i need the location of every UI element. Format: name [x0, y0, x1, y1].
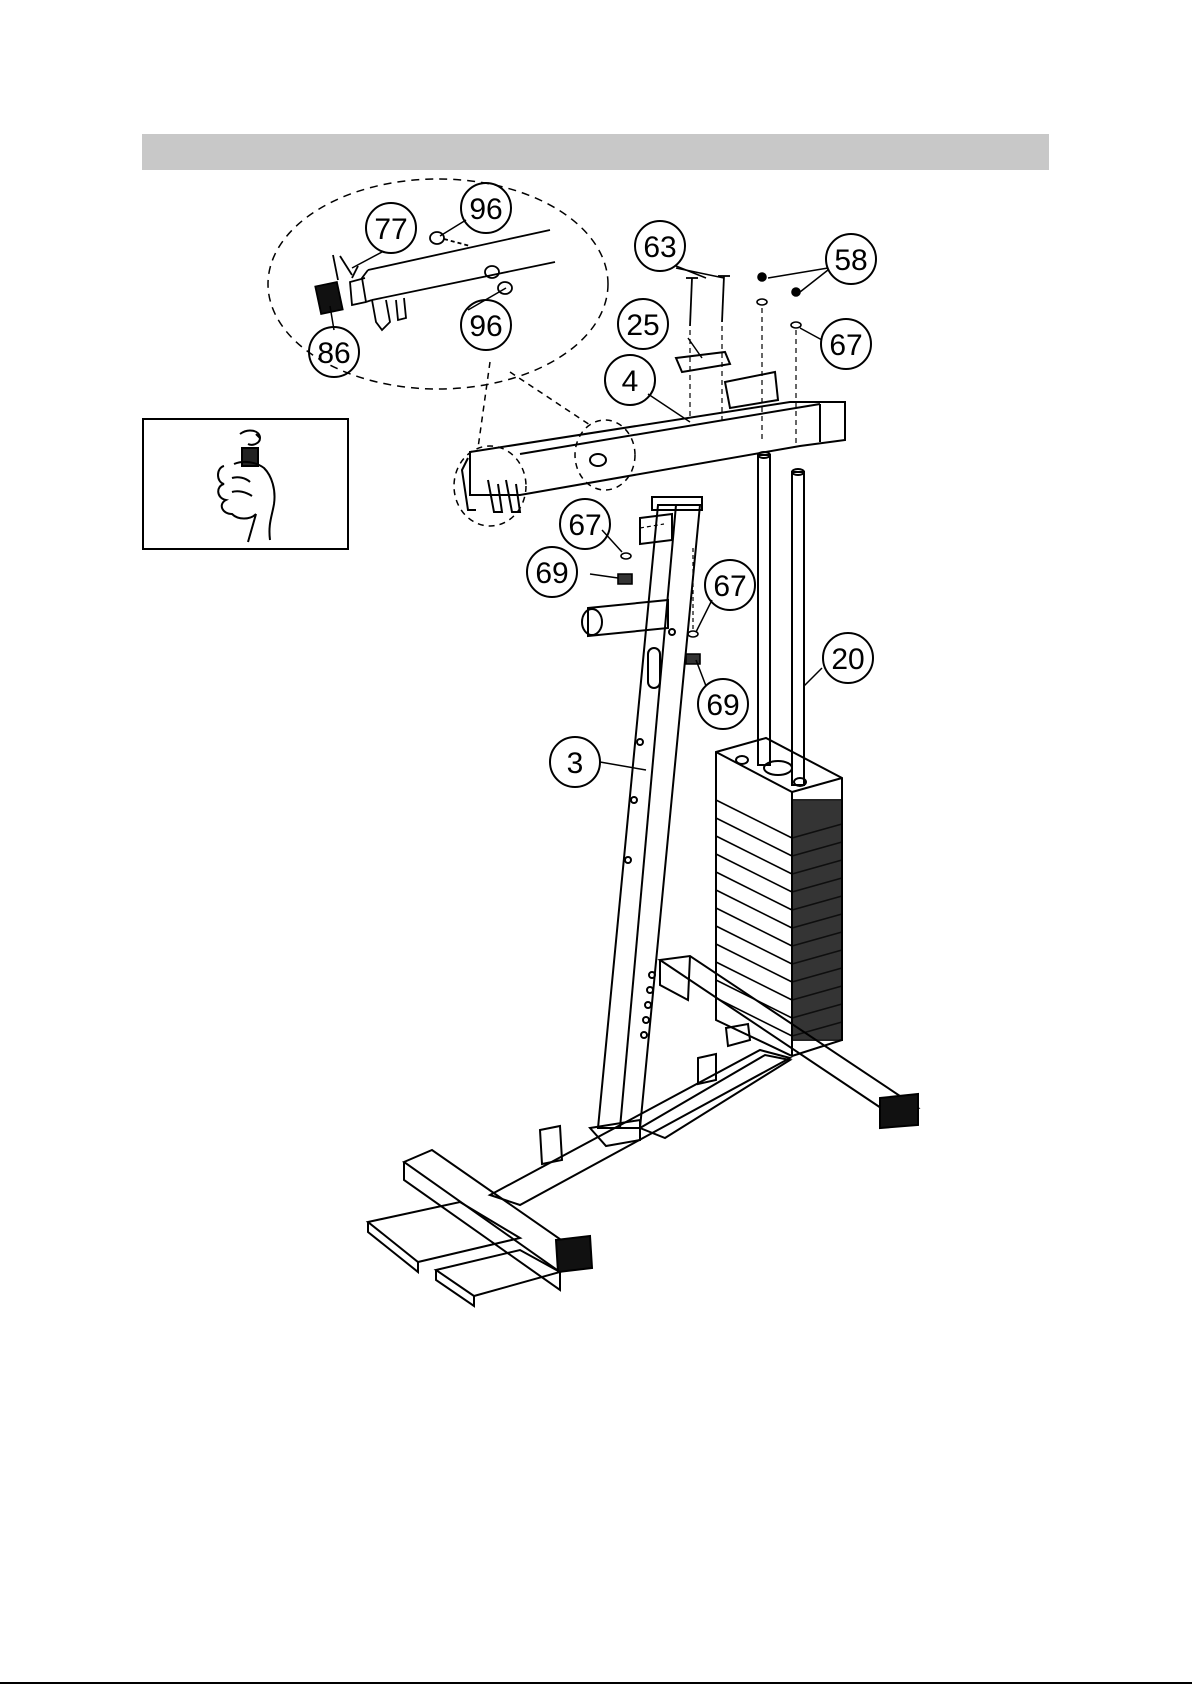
callout-3: 3	[567, 747, 584, 780]
callout-77: 77	[374, 213, 407, 246]
callout-86: 86	[317, 337, 350, 370]
top-crossbeam	[462, 372, 845, 512]
hand-tighten-inset	[142, 418, 349, 550]
callout-67-top: 67	[829, 329, 862, 362]
bolts-63	[686, 276, 730, 420]
guide-rods	[758, 452, 804, 785]
callout-69-left: 69	[535, 557, 568, 590]
callout-4: 4	[622, 365, 639, 398]
callout-25: 25	[626, 309, 659, 342]
callout-69-right: 69	[706, 689, 739, 722]
callout-63: 63	[643, 231, 676, 264]
callout-96-top: 96	[469, 193, 502, 226]
callout-96-bottom: 96	[469, 310, 502, 343]
page-bottom-rule	[0, 1682, 1192, 1684]
detail-tube	[315, 230, 555, 330]
callout-58: 58	[834, 244, 867, 277]
callout-67-right: 67	[713, 570, 746, 603]
callout-20: 20	[831, 643, 864, 676]
foot-pads	[368, 1202, 560, 1306]
upright-post	[582, 497, 702, 1128]
hand-tightening-bolt-icon	[144, 420, 347, 548]
weight-stack	[716, 738, 842, 1056]
callout-67-left: 67	[568, 509, 601, 542]
bolts-58	[757, 273, 801, 445]
